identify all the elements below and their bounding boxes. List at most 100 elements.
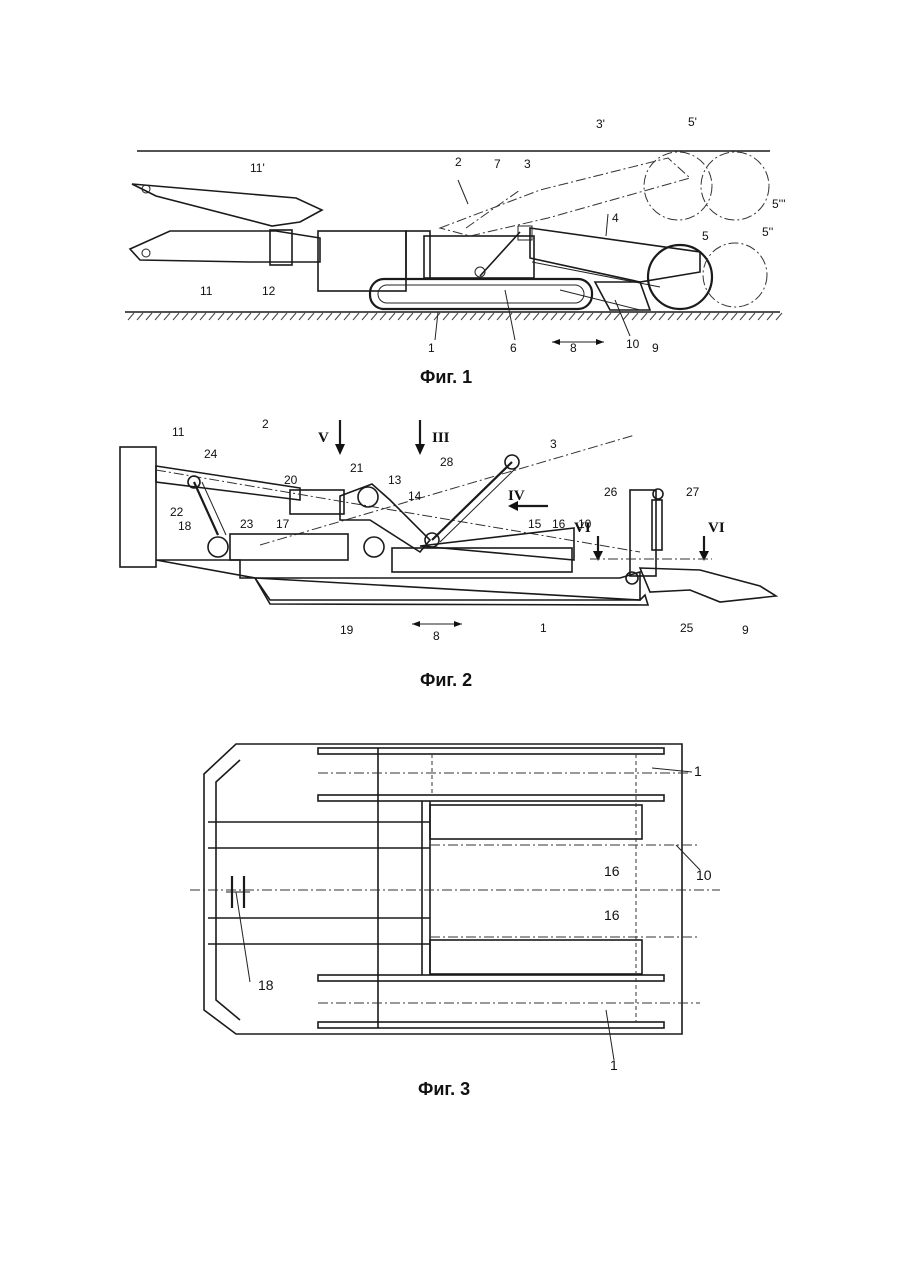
- pivot-18: [208, 537, 228, 557]
- leader: [606, 1010, 614, 1060]
- cylinder-17: [230, 534, 348, 560]
- hatch-mark: [182, 313, 188, 320]
- hatch-mark: [650, 313, 656, 320]
- label: 18: [178, 519, 192, 533]
- label: 3': [596, 117, 605, 131]
- hatch-mark: [263, 313, 269, 320]
- pivot-19: [364, 537, 384, 557]
- pivot-circle: [142, 249, 150, 257]
- hatch-mark: [542, 313, 548, 320]
- hatch-mark: [308, 313, 314, 320]
- hatch-mark: [290, 313, 296, 320]
- label: 4: [612, 211, 619, 225]
- hatch-mark: [335, 313, 341, 320]
- label: 5: [702, 229, 709, 243]
- rail: [318, 795, 664, 801]
- leader: [505, 290, 515, 340]
- hatch-mark: [254, 313, 260, 320]
- hatch-mark: [740, 313, 746, 320]
- conveyor-11: [156, 466, 300, 500]
- label: 27: [686, 485, 700, 499]
- hatch-mark: [578, 313, 584, 320]
- hatch-mark: [749, 313, 755, 320]
- label: 1: [540, 621, 547, 635]
- rail: [318, 748, 664, 754]
- hatch-mark: [317, 313, 323, 320]
- hatch-mark: [272, 313, 278, 320]
- hatch-mark: [155, 313, 161, 320]
- hatch-mark: [479, 313, 485, 320]
- label: 14: [408, 489, 422, 503]
- label: 7: [494, 157, 501, 171]
- label: 5'': [762, 225, 773, 239]
- ground-hatching: [128, 313, 782, 320]
- cutter-drum-5-prime: [644, 152, 712, 220]
- label: 10: [696, 867, 712, 883]
- hatch-mark: [470, 313, 476, 320]
- hatch-mark: [641, 313, 647, 320]
- cutter-drum-5: [648, 245, 712, 309]
- hatch-mark: [281, 313, 287, 320]
- label: 1: [428, 341, 435, 355]
- rear-plate: [120, 447, 156, 567]
- label: 16: [604, 863, 620, 879]
- hatch-mark: [722, 313, 728, 320]
- hatch-mark: [236, 313, 242, 320]
- hatch-mark: [776, 313, 782, 320]
- label: 9: [742, 623, 749, 637]
- hatch-mark: [227, 313, 233, 320]
- arrowhead: [596, 339, 604, 345]
- figure-3-caption: Фиг. 3: [418, 1079, 470, 1099]
- hatch-mark: [398, 313, 404, 320]
- hatch-mark: [344, 313, 350, 320]
- hatch-mark: [668, 313, 674, 320]
- hatch-mark: [533, 313, 539, 320]
- hatch-mark: [524, 313, 530, 320]
- hatch-mark: [407, 313, 413, 320]
- figure-2-caption: Фиг. 2: [420, 670, 472, 690]
- label: 5''': [772, 197, 786, 211]
- label: 11: [200, 284, 213, 298]
- hatch-mark: [758, 313, 764, 320]
- crawler-track-inner: [378, 285, 584, 303]
- hatch-mark: [416, 313, 422, 320]
- hatch-mark: [731, 313, 737, 320]
- hatch-mark: [695, 313, 701, 320]
- label: 18: [258, 977, 274, 993]
- figure-1-caption: Фиг. 1: [420, 367, 472, 387]
- arrowhead: [552, 339, 560, 345]
- label: 25: [680, 621, 694, 635]
- hatch-mark: [173, 313, 179, 320]
- label: 24: [204, 447, 218, 461]
- chassis: [156, 560, 640, 600]
- hatch-mark: [371, 313, 377, 320]
- section-mark: V: [318, 430, 329, 446]
- hatch-mark: [164, 313, 170, 320]
- leader-2: [458, 180, 468, 204]
- section-mark: IV: [508, 488, 525, 504]
- label: 3: [550, 437, 557, 451]
- label: 21: [350, 461, 364, 475]
- frame-outline: [204, 744, 682, 1034]
- hatch-mark: [686, 313, 692, 320]
- hatch-mark: [362, 313, 368, 320]
- hatch-mark: [146, 313, 152, 320]
- label: 16: [552, 517, 566, 531]
- label: 22: [170, 505, 184, 519]
- rail: [318, 975, 664, 981]
- label: 12: [262, 284, 276, 298]
- cutter-drum-5-triple-prime: [701, 152, 769, 220]
- hatch-mark: [596, 313, 602, 320]
- hatch-mark: [515, 313, 521, 320]
- hatch-mark: [461, 313, 467, 320]
- conveyor-11-raised: [132, 184, 322, 226]
- pivot: [653, 489, 663, 499]
- section-mark: VI: [708, 520, 725, 536]
- label: 1: [610, 1057, 618, 1073]
- cylinder-27: [652, 500, 662, 550]
- section-mark: III: [432, 430, 450, 446]
- rail: [318, 1022, 664, 1028]
- hatch-mark: [713, 313, 719, 320]
- hatch-mark: [191, 313, 197, 320]
- leader: [435, 312, 438, 340]
